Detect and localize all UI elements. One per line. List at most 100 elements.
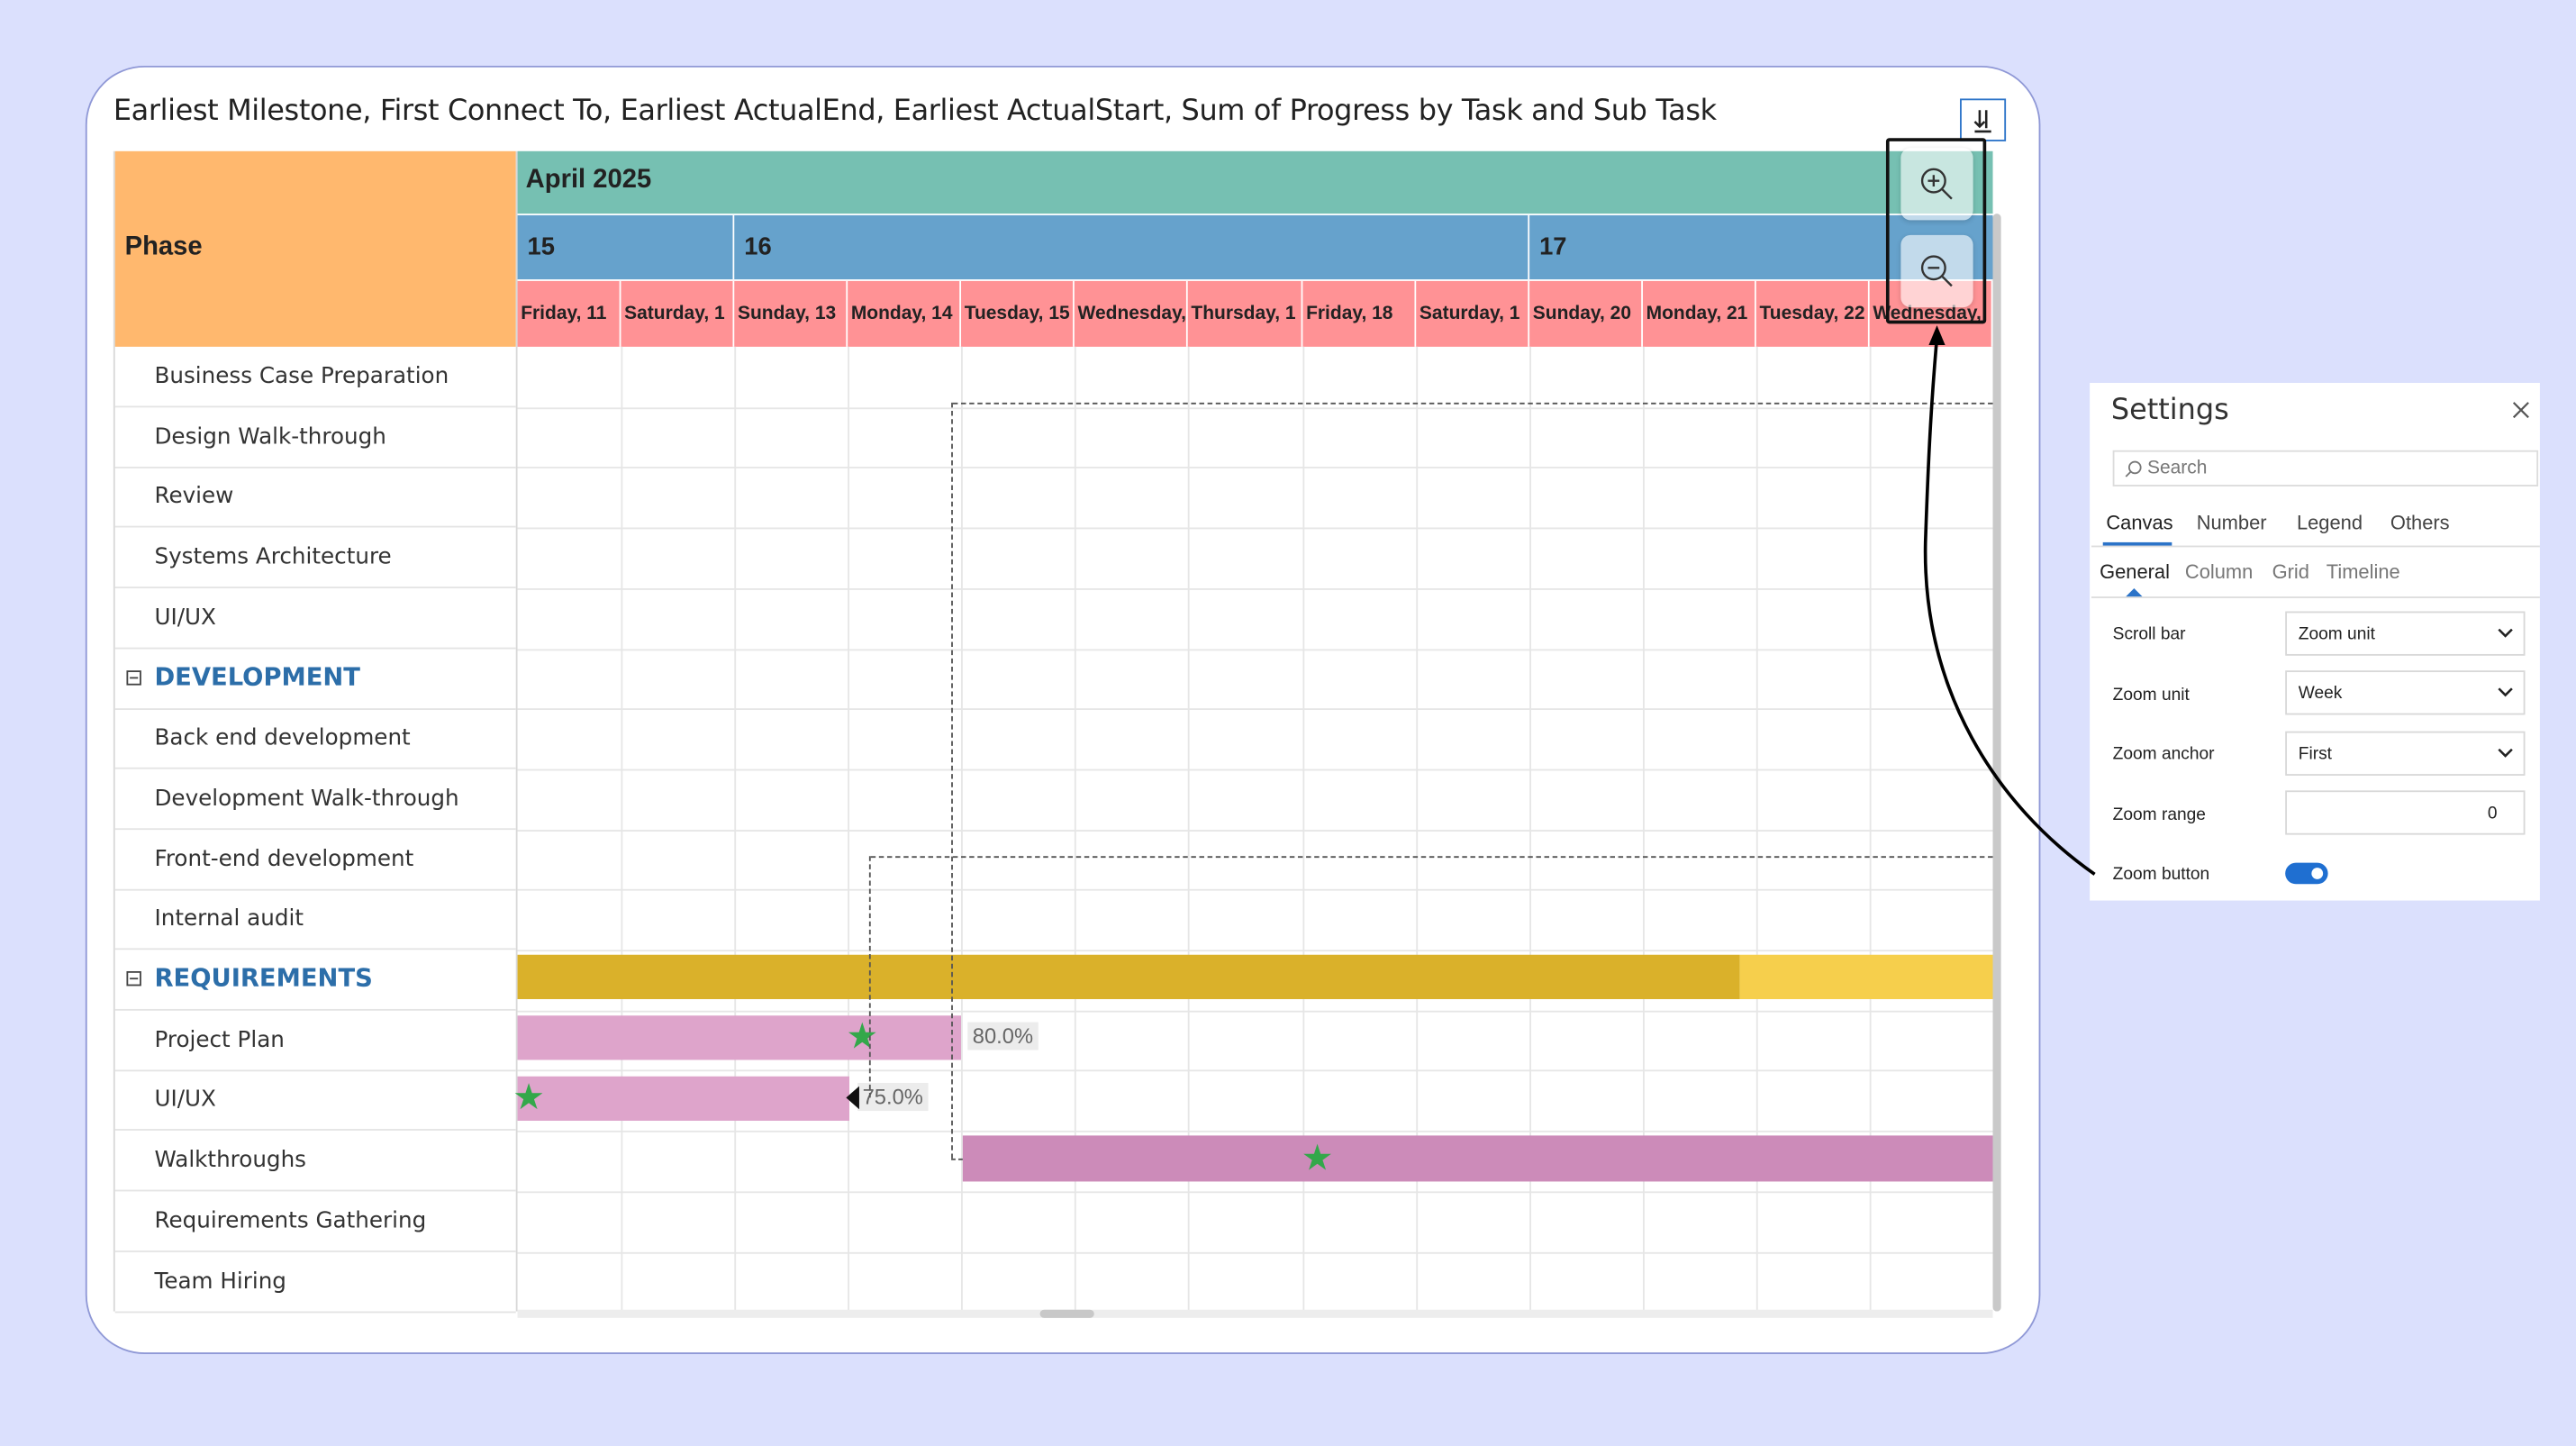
chevron-down-icon bbox=[2498, 748, 2513, 758]
dependency-line bbox=[951, 1158, 963, 1160]
grid-hline bbox=[517, 708, 1993, 710]
task-row[interactable]: Walkthroughs bbox=[114, 1131, 516, 1192]
task-label: Back end development bbox=[154, 724, 411, 751]
zoom-unit-select[interactable]: Week bbox=[2285, 670, 2526, 715]
tab-number[interactable]: Number bbox=[2196, 511, 2267, 534]
walkthroughs-bar[interactable] bbox=[962, 1135, 1993, 1182]
search-icon bbox=[2125, 460, 2142, 477]
uiux-bar[interactable] bbox=[517, 1076, 850, 1121]
day-label: Friday, 11 bbox=[521, 304, 607, 324]
day-label: Tuesday, 22 bbox=[1759, 304, 1865, 324]
group-row[interactable]: REQUIREMENTS bbox=[114, 950, 516, 1011]
day-label: Sunday, 20 bbox=[1532, 304, 1632, 324]
task-row[interactable]: Business Case Preparation bbox=[114, 347, 516, 408]
zoom-unit-label: Zoom unit bbox=[2112, 685, 2190, 705]
zoom-range-label: Zoom range bbox=[2112, 805, 2206, 825]
requirements-summary-bar-remaining[interactable] bbox=[1739, 954, 1993, 999]
tab-others[interactable]: Others bbox=[2390, 511, 2450, 534]
subtab-column[interactable]: Column bbox=[2184, 559, 2254, 584]
group-row[interactable]: DEVELOPMENT bbox=[114, 649, 516, 710]
task-row[interactable]: Back end development bbox=[114, 708, 516, 769]
grid-hline bbox=[517, 1069, 1993, 1072]
dependency-line bbox=[870, 856, 1993, 859]
task-label: UI/UX bbox=[154, 1086, 216, 1113]
grid-hline bbox=[517, 407, 1993, 410]
zoom-anchor-select[interactable]: First bbox=[2285, 731, 2526, 776]
milestone-star-icon[interactable]: ★ bbox=[846, 1015, 879, 1057]
tab-underline bbox=[2102, 541, 2172, 546]
subtab-grid[interactable]: Grid bbox=[2272, 559, 2309, 584]
subtab-general[interactable]: General bbox=[2100, 559, 2170, 584]
task-label: Team Hiring bbox=[154, 1269, 286, 1296]
task-label: Walkthroughs bbox=[154, 1147, 307, 1174]
tab-legend[interactable]: Legend bbox=[2296, 511, 2363, 534]
day-label: Monday, 14 bbox=[850, 304, 953, 324]
dependency-line bbox=[952, 402, 1993, 405]
project-plan-bar[interactable] bbox=[517, 1015, 962, 1060]
collapse-icon[interactable] bbox=[126, 670, 141, 686]
subtab-indicator bbox=[2126, 587, 2143, 597]
milestone-star-icon[interactable]: ★ bbox=[512, 1076, 546, 1118]
grid-hline bbox=[517, 527, 1993, 530]
task-row[interactable]: Front-end development bbox=[114, 830, 516, 891]
task-label: Requirements Gathering bbox=[154, 1207, 427, 1234]
group-label: REQUIREMENTS bbox=[154, 962, 373, 993]
week-label: 15 bbox=[527, 233, 555, 262]
month-header: April 2025 bbox=[517, 150, 1993, 214]
task-label: Business Case Preparation bbox=[154, 363, 449, 390]
chevron-down-icon bbox=[2498, 687, 2513, 697]
scroll-bar-select[interactable]: Zoom unit bbox=[2285, 611, 2526, 656]
zoom-anchor-value: First bbox=[2298, 744, 2333, 765]
scroll-bar-label: Scroll bar bbox=[2112, 624, 2186, 645]
task-row[interactable]: UI/UX bbox=[114, 1069, 516, 1131]
settings-search-input[interactable]: Search bbox=[2112, 450, 2539, 487]
tab-canvas[interactable]: Canvas bbox=[2106, 511, 2173, 534]
task-row[interactable]: UI/UX bbox=[114, 588, 516, 650]
grid-hline bbox=[517, 1130, 1993, 1132]
subtab-timeline[interactable]: Timeline bbox=[2326, 559, 2400, 584]
month-label: April 2025 bbox=[525, 166, 652, 195]
zoom-out-button[interactable] bbox=[1900, 234, 1973, 308]
task-row[interactable]: Project Plan bbox=[114, 1011, 516, 1072]
week-label: 17 bbox=[1539, 233, 1567, 262]
grid-hline bbox=[517, 587, 1993, 590]
horizontal-scrollbar[interactable] bbox=[517, 1309, 1993, 1318]
group-label: DEVELOPMENT bbox=[154, 662, 360, 692]
task-label: Design Walk-through bbox=[154, 423, 386, 450]
zoom-in-icon bbox=[1920, 168, 1953, 200]
task-row[interactable]: Review bbox=[114, 467, 516, 528]
vertical-scrollbar[interactable] bbox=[1992, 214, 2001, 1312]
grid-separator bbox=[515, 150, 518, 1312]
day-header: Wednesday, bbox=[1074, 280, 1188, 347]
week-header: 15 bbox=[517, 214, 735, 280]
zoom-range-input[interactable]: 0 bbox=[2285, 790, 2526, 835]
connector-arrow-icon bbox=[846, 1086, 859, 1110]
day-label: Wednesday, bbox=[1873, 304, 1982, 324]
task-row[interactable]: Design Walk-through bbox=[114, 407, 516, 468]
day-label: Monday, 21 bbox=[1646, 304, 1748, 324]
requirements-summary-bar[interactable] bbox=[517, 954, 1740, 999]
task-row[interactable]: Systems Architecture bbox=[114, 528, 516, 588]
grid-hline bbox=[517, 950, 1993, 952]
chevron-down-icon bbox=[2498, 628, 2513, 638]
close-icon[interactable] bbox=[2510, 399, 2532, 421]
task-label: Systems Architecture bbox=[154, 543, 392, 570]
day-header: Monday, 14 bbox=[848, 280, 962, 347]
milestone-star-icon[interactable]: ★ bbox=[1301, 1137, 1334, 1178]
zoom-button-toggle[interactable] bbox=[2285, 862, 2328, 885]
task-row[interactable]: Internal audit bbox=[114, 889, 516, 950]
task-row[interactable]: Development Walk-through bbox=[114, 769, 516, 831]
day-header: Sunday, 13 bbox=[734, 280, 848, 347]
settings-subtabs: General Column Grid Timeline bbox=[2091, 560, 2540, 598]
task-row[interactable]: Team Hiring bbox=[114, 1252, 516, 1314]
collapse-icon[interactable] bbox=[126, 970, 141, 987]
day-label: Saturday, 1 bbox=[624, 304, 725, 324]
day-header: Sunday, 20 bbox=[1529, 280, 1643, 347]
task-row[interactable]: Requirements Gathering bbox=[114, 1191, 516, 1252]
phase-header: Phase bbox=[114, 150, 516, 347]
task-label: Project Plan bbox=[154, 1027, 285, 1054]
horizontal-scrollbar-thumb[interactable] bbox=[1039, 1309, 1094, 1318]
day-header: Tuesday, 22 bbox=[1755, 280, 1870, 347]
zoom-in-button[interactable] bbox=[1900, 148, 1973, 221]
dependency-line bbox=[951, 402, 953, 1159]
